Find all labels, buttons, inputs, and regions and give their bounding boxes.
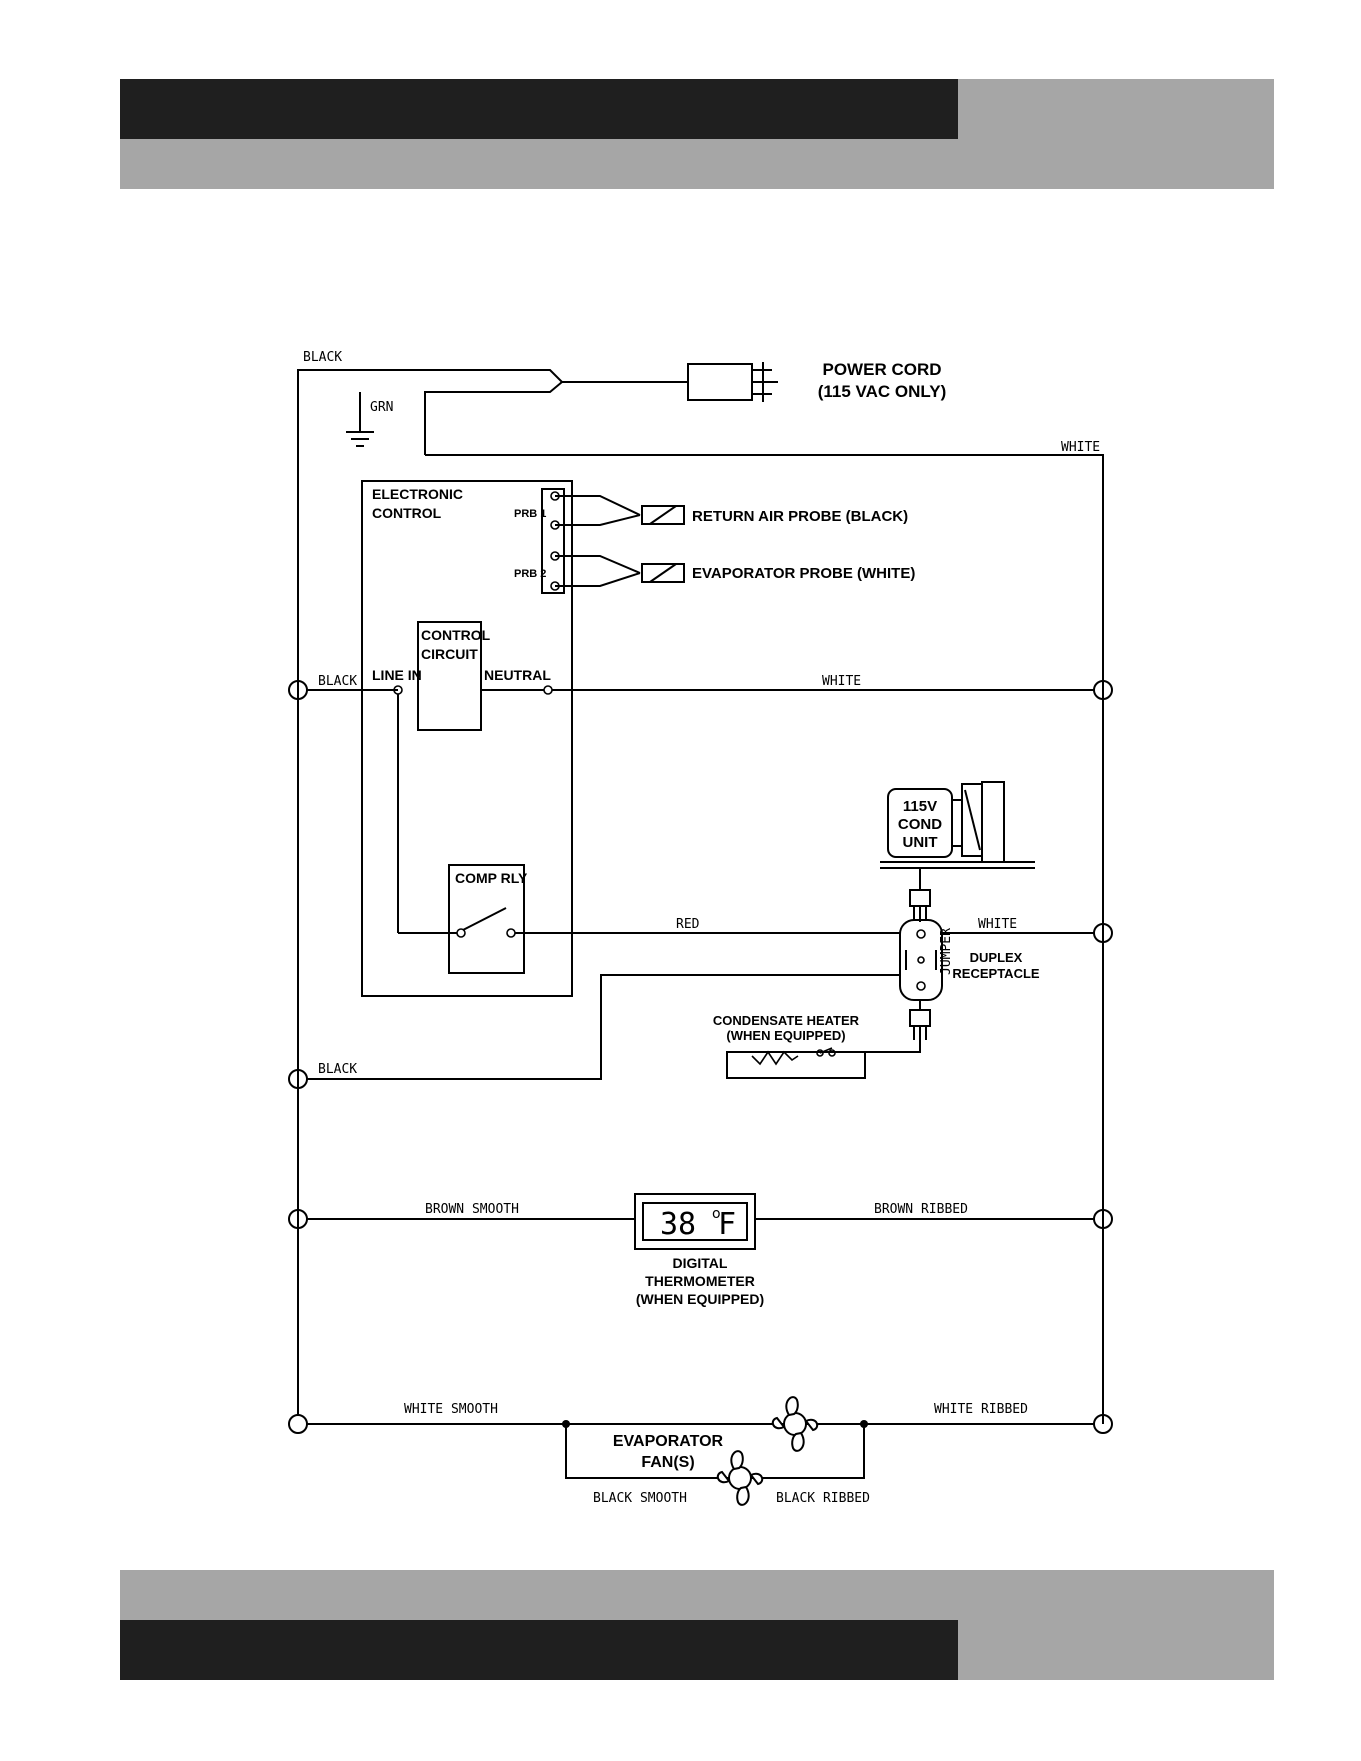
fan-icon (771, 1396, 819, 1452)
wire-black-ribbed: BLACK RIBBED (776, 1491, 870, 1506)
red-white-row: RED WHITE (515, 917, 1113, 943)
wire-brown-smooth: BROWN SMOOTH (425, 1202, 519, 1217)
power-cord-line1: POWER CORD (823, 360, 942, 379)
fan-icon (716, 1450, 764, 1506)
wire-white-top: WHITE (1061, 440, 1100, 455)
fans-line1: EVAPORATOR (613, 1433, 724, 1450)
black-recept-row: BLACK (288, 974, 900, 1089)
wire-white-ribbed: WHITE RIBBED (934, 1402, 1028, 1417)
receptacle-line2: RECEPTACLE (952, 966, 1039, 981)
line-in-neutral-row: BLACK WHITE (288, 674, 1113, 934)
thermometer-unit: F (718, 1207, 736, 1242)
cond-unit-line1: 115V (903, 798, 937, 815)
power-cord-line2: (115 VAC ONLY) (818, 382, 947, 401)
duplex-receptacle: JUMPER DUPLEX RECEPTACLE (899, 919, 1040, 1001)
thermometer-line2: THERMOMETER (645, 1273, 755, 1289)
wire-red: RED (676, 917, 700, 932)
circuit-line2: CIRCUIT (421, 646, 478, 662)
probe-wiring: RETURN AIR PROBE (BLACK) EVAPORATOR PROB… (555, 495, 915, 587)
neutral-label: NEUTRAL (484, 667, 551, 683)
return-air-probe-label: RETURN AIR PROBE (BLACK) (692, 508, 908, 525)
prb2-label: PRB 2 (514, 568, 546, 580)
fans-line2: FAN(S) (641, 1454, 694, 1471)
thermometer-line3: (WHEN EQUIPPED) (636, 1291, 764, 1307)
wire-white-neutral: WHITE (822, 674, 861, 689)
wire-black-line-in: BLACK (318, 674, 357, 689)
heater-line1: CONDENSATE HEATER (713, 1013, 860, 1028)
cond-unit-line3: UNIT (903, 834, 938, 851)
power-cord: POWER CORD (115 VAC ONLY) BLACK GRN (297, 350, 947, 1190)
circuit-line1: CONTROL (421, 627, 491, 643)
evaporator-probe-label: EVAPORATOR PROBE (WHITE) (692, 565, 915, 582)
wire-black-top: BLACK (303, 350, 342, 365)
receptacle-line1: DUPLEX (970, 950, 1023, 965)
wire-white-recept: WHITE (978, 917, 1017, 932)
control-line2: CONTROL (372, 505, 442, 521)
line-in-label: LINE IN (372, 667, 422, 683)
thermometer-display: 38 (660, 1207, 696, 1242)
control-line1: ELECTRONIC (372, 486, 463, 502)
wire-brown-ribbed: BROWN RIBBED (874, 1202, 968, 1217)
wire-grn: GRN (370, 400, 393, 415)
prb1-label: PRB 1 (514, 508, 546, 520)
cond-unit-line2: COND (898, 816, 942, 833)
white-neutral-rail (425, 454, 1104, 1424)
wire-black-smooth: BLACK SMOOTH (593, 1491, 687, 1506)
thermometer-degree: o (712, 1206, 721, 1222)
cond-unit: 115V COND UNIT (880, 781, 1035, 922)
thermometer-line1: DIGITAL (673, 1255, 728, 1271)
wire-black-recept: BLACK (318, 1062, 357, 1077)
evaporator-fans-row: WHITE SMOOTH WHITE RIBBED BLACK SMOOTH B… (288, 1396, 1113, 1506)
footer-dark-band (120, 1620, 958, 1680)
heater-line2: (WHEN EQUIPPED) (726, 1028, 845, 1043)
thermometer-row: 38 o F BROWN SMOOTH BROWN RIBBED DIGITAL… (288, 1193, 1113, 1307)
condensate-heater: CONDENSATE HEATER (WHEN EQUIPPED) (713, 1000, 931, 1079)
jumper-label: JUMPER (939, 928, 954, 975)
wire-white-smooth: WHITE SMOOTH (404, 1402, 498, 1417)
comp-rly-label: COMP RLY (455, 870, 528, 886)
electronic-control: ELECTRONIC CONTROL PRB 1 PRB 2 CONTROL C… (361, 480, 573, 997)
header-dark-band (120, 79, 958, 139)
